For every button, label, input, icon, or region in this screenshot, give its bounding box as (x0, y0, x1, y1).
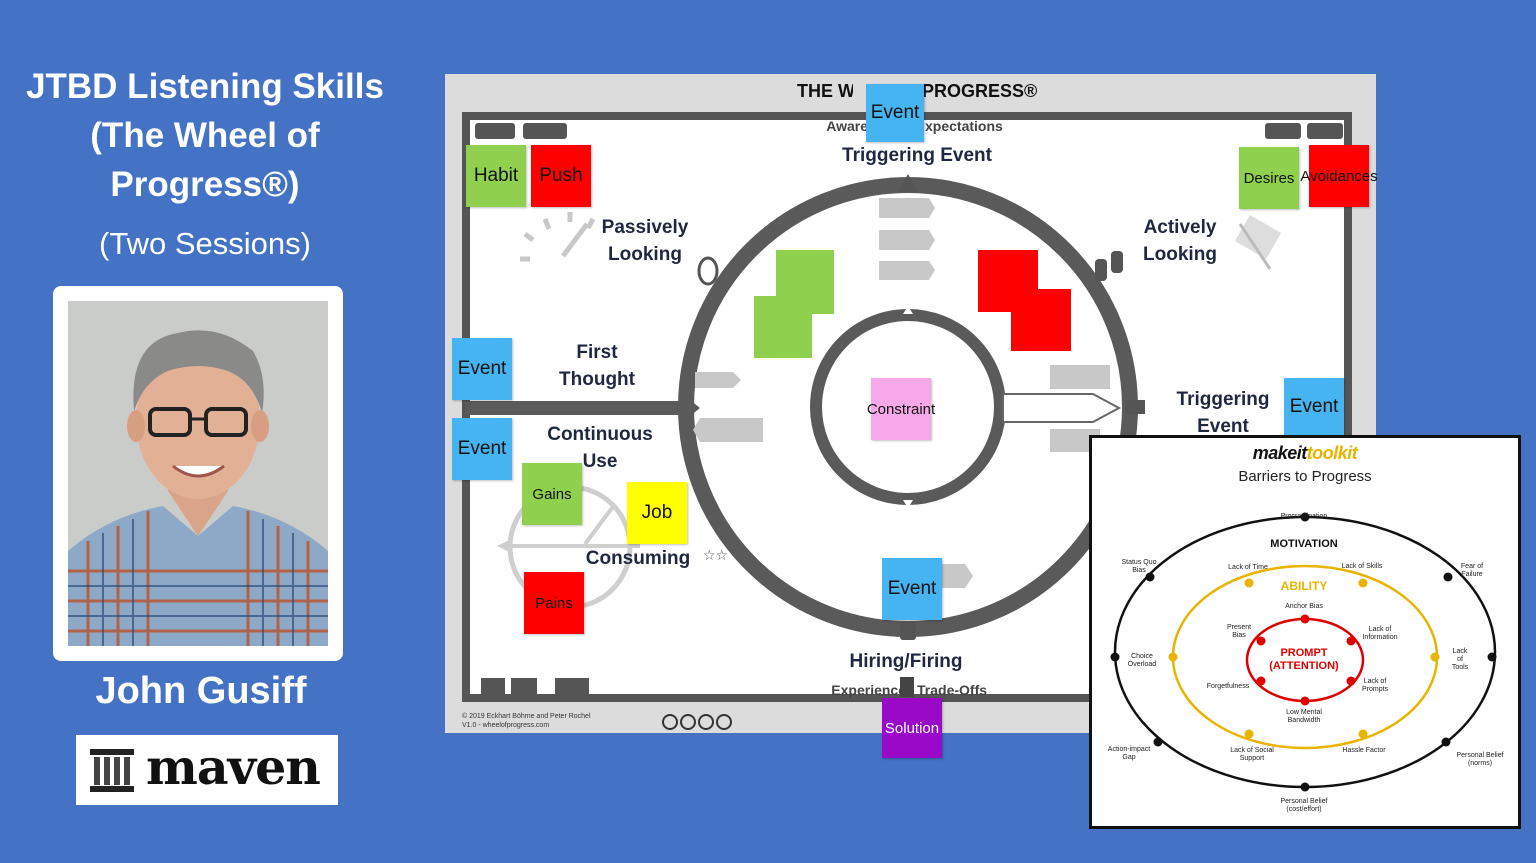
wheel-diagram: ☆☆ (465, 82, 1343, 730)
speech-shape (879, 261, 935, 280)
personal-belief-cost-label: Personal Belief (cost/effort) (1280, 798, 1328, 813)
sticky-constraint[interactable]: Constraint (867, 378, 935, 440)
choice-overload-label: Choice Overload (1127, 653, 1157, 668)
poster-title-right: PROGRESS® (922, 81, 1038, 101)
sticky-event-top[interactable]: Event (866, 84, 924, 142)
sticky-gains[interactable]: Gains (522, 463, 582, 525)
sticky-event-left-1[interactable]: Event (452, 338, 512, 400)
speech-shape (879, 198, 935, 218)
lack-of-social-support-label: Lack of Social Support (1230, 747, 1274, 762)
sticky-pains[interactable]: Pains (524, 572, 584, 634)
maven-logo (76, 735, 338, 805)
inner-ring (810, 309, 1006, 505)
sticky-solution[interactable]: Solution (882, 698, 942, 758)
toolkit-text: toolkit (1306, 443, 1358, 463)
procrastination-label: Procrastination (1280, 513, 1328, 520)
pillar-icon (90, 749, 134, 792)
sticky-avoidances[interactable]: Avoidances (1300, 145, 1378, 207)
trade-offs-label: Trade-Offs (917, 682, 988, 698)
speech-shape (879, 230, 935, 250)
anchor-bias-label: Anchor Bias (1285, 603, 1323, 610)
barriers-diagram (1110, 512, 1497, 792)
triggering-event-top-label: Triggering Event (842, 145, 992, 166)
action-impact-gap-label: Action-impact Gap (1107, 746, 1151, 761)
expectations-label: xpectations (925, 118, 1003, 134)
passively-looking-label: Passively Looking (601, 217, 689, 265)
motivation-label: MOTIVATION (1270, 538, 1338, 550)
page-subtitle: (Two Sessions) (99, 226, 311, 261)
barriers-card (1089, 435, 1521, 829)
presenter-portrait (68, 301, 328, 646)
badge-icon (475, 123, 515, 139)
checkered-flag-icon (1234, 215, 1282, 270)
warning-icon (898, 174, 918, 192)
present-bias-label: Present Bias (1226, 624, 1252, 639)
continuous-use-label: Continuous Use (547, 424, 653, 472)
lack-of-prompts-label: Lack of Prompts (1361, 678, 1389, 693)
license-icons (662, 714, 732, 730)
sticky-habit[interactable]: Habit (466, 145, 526, 207)
lack-of-tools-label: Lack of Tools (1451, 648, 1469, 671)
page-title: JTBD Listening Skills (The Wheel of Prog… (26, 67, 384, 204)
triggering-event-right-label: Triggering Event (1176, 389, 1270, 437)
sticky-event-bottom[interactable]: Event (882, 558, 942, 620)
motivation-dots (1110, 512, 1497, 792)
ability-label: ABILITY (1280, 579, 1328, 593)
ability-dots (1168, 578, 1440, 739)
maven-logo-text: maven (146, 738, 321, 796)
personal-belief-norms-label: Personal Belief (norms) (1456, 752, 1504, 767)
copyright-text: © 2019 Eckhart Böhme and Peter Rochel (462, 713, 591, 720)
red-block[interactable] (1011, 289, 1071, 351)
awareness-label: Aware (826, 118, 868, 134)
prompt-dots (1256, 614, 1356, 706)
actively-looking-label: Actively Looking (1143, 217, 1217, 265)
hiring-firing-label: Hiring/Firing (849, 651, 963, 672)
status-quo-label: Status Quo Bias (1121, 559, 1157, 574)
stars-icon: ☆☆ (703, 548, 728, 564)
lack-of-time-label: Lack of Time (1228, 564, 1268, 571)
badge-icon (523, 123, 567, 139)
consuming-label: Consuming (585, 548, 691, 569)
presenter-photo (68, 301, 328, 646)
makeit-text: makeit (1252, 443, 1308, 463)
badge-icon (1265, 123, 1301, 139)
sticky-event-right[interactable]: Event (1284, 378, 1344, 436)
presenter-name: John Gusiff (95, 670, 307, 712)
experience-label: Experience (831, 682, 906, 698)
makeit-toolkit-logo: makeittoolkit (1089, 443, 1521, 464)
thumb-icon (900, 622, 916, 640)
forgetfulness-label: Forgetfulness (1206, 683, 1250, 690)
eye-icon (697, 256, 719, 286)
green-block[interactable] (776, 250, 834, 314)
version-text: V1.0 - wheelofprogress.com (462, 722, 550, 729)
sticky-desires[interactable]: Desires (1239, 147, 1299, 209)
gauge-icon (520, 212, 596, 262)
fear-of-failure-label: Fear of Failure (1460, 563, 1484, 578)
lack-of-information-label: Lack of Information (1362, 626, 1398, 641)
barriers-title: Barriers to Progress (1238, 468, 1372, 485)
first-thought-label: First Thought (559, 342, 635, 390)
sticky-push[interactable]: Push (531, 145, 591, 207)
lack-of-skills-label: Lack of Skills (1341, 563, 1383, 570)
badge-icon (1307, 123, 1343, 139)
sticky-event-left-2[interactable]: Event (452, 418, 512, 480)
binoculars-icon (1095, 251, 1123, 281)
sticky-job[interactable]: Job (627, 482, 687, 544)
hassle-factor-label: Hassle Factor (1342, 747, 1386, 754)
triggering-arrow (1002, 393, 1122, 423)
prompt-label: PROMPT (ATTENTION) (1269, 647, 1339, 672)
low-mental-bandwidth-label: Low Mental Bandwidth (1286, 709, 1322, 724)
